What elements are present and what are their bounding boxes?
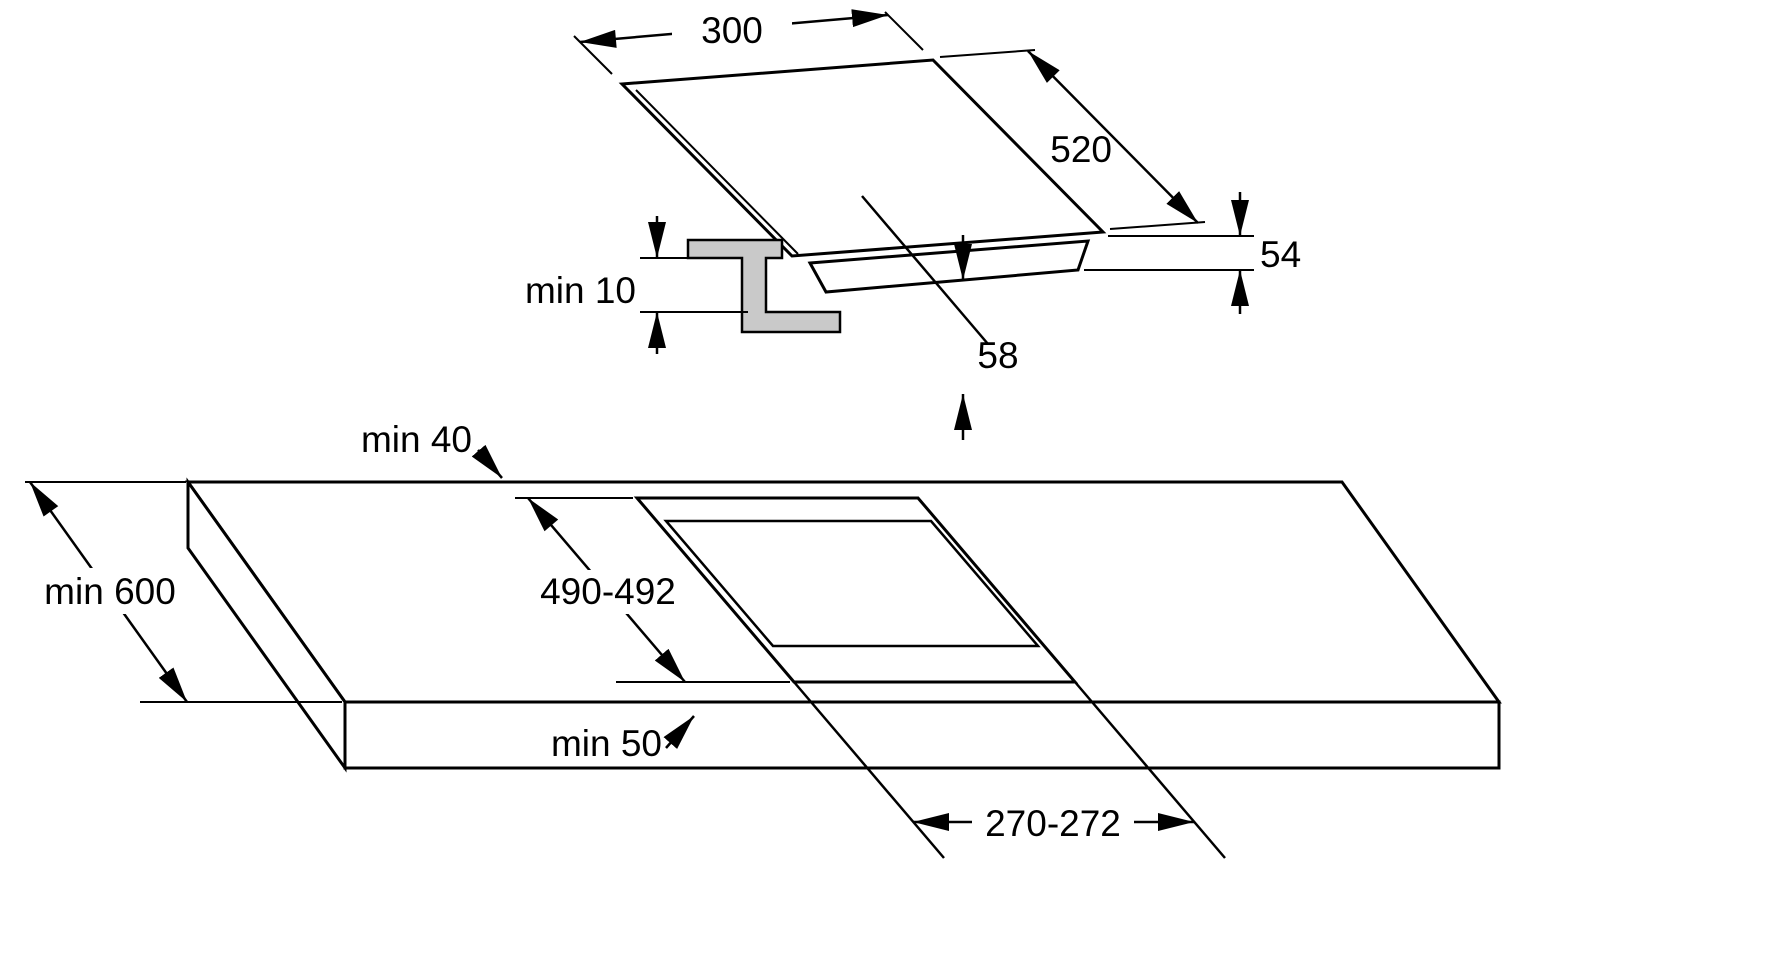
dim-min50-leader: [663, 715, 695, 750]
dim-width-ext-right: [884, 11, 924, 51]
dim-depth-ext-bottom: [1109, 221, 1206, 230]
dim-depth-ext-top: [939, 49, 1036, 58]
hob-glass-edge: [635, 89, 799, 255]
worktop-front-face: [343, 700, 1501, 770]
mounting-bracket: [686, 238, 842, 334]
dim-300-label: 300: [701, 10, 763, 51]
dim-58-leader: [861, 195, 989, 345]
worktop-section: 270-272 min 600 490-492 min 40 min 50: [25, 419, 1502, 859]
dim-min10-label: min 10: [525, 270, 636, 311]
dim-min40-label: min 40: [361, 419, 472, 460]
hob-section: 300 520 54 58 min 10: [525, 6, 1301, 440]
hob-glass-top: [618, 58, 1107, 258]
hob-body: [807, 239, 1091, 294]
projection-line-right: [1074, 681, 1226, 859]
dim-cutout-depth-label: 490-492: [540, 571, 676, 612]
dim-worktop-depth-label: min 600: [44, 571, 176, 612]
dim-cutout-width-label: 270-272: [985, 803, 1121, 844]
cutout-inner-step: [663, 519, 1041, 648]
dim-54-label: 54: [1260, 234, 1301, 275]
dim-58-label: 58: [977, 335, 1018, 376]
worktop-left-face: [186, 477, 347, 773]
dim-depth-line: [1027, 50, 1199, 224]
dim-min40-leader: [471, 444, 503, 479]
dim-min50-label: min 50: [551, 723, 662, 764]
dim-520-label: 520: [1050, 129, 1112, 170]
